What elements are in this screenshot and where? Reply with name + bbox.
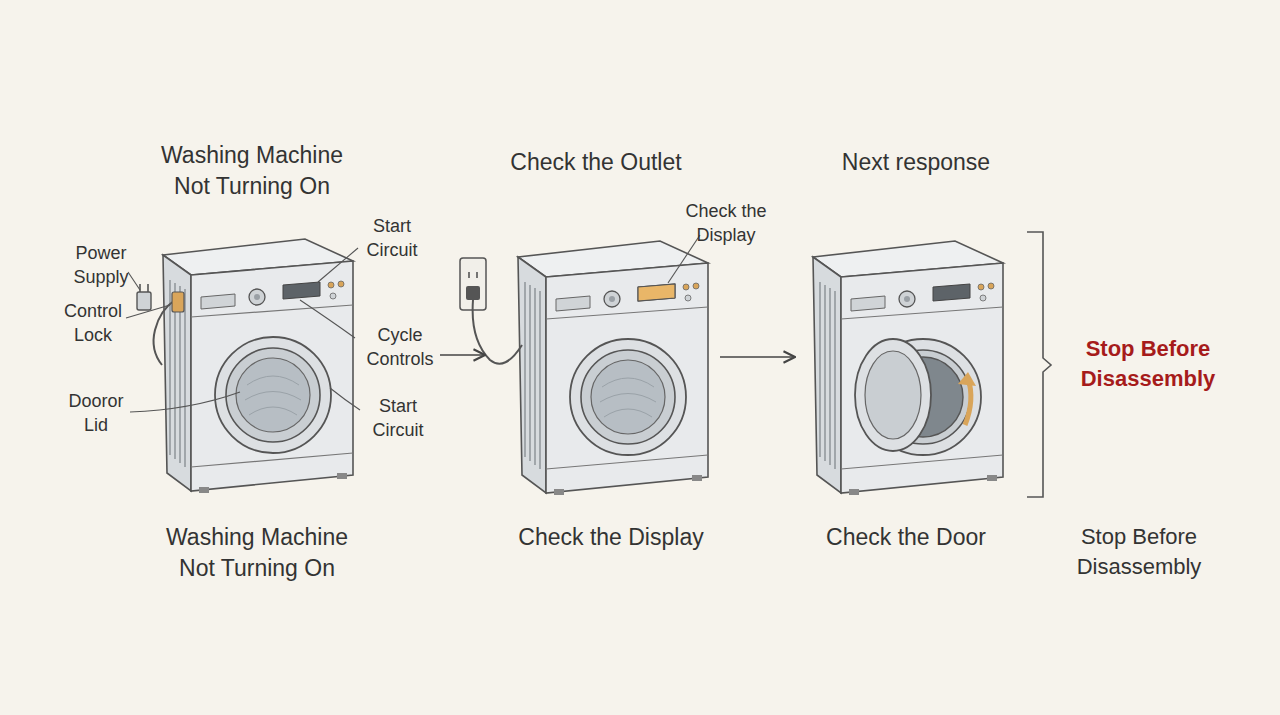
open-door-glass (865, 351, 921, 439)
step-caption: Next response (809, 147, 1024, 178)
washing-machine (813, 241, 1003, 495)
leader-line (126, 305, 170, 318)
step-panel: Check the OutletCheck the Display (485, 135, 720, 585)
stop-note: Stop Before Disassembly (1061, 334, 1236, 394)
leader-line (318, 248, 358, 282)
leader-line (330, 388, 360, 410)
step-caption: Washing Machine Not Turning On (147, 522, 367, 585)
callout-label: Dooror Lid (56, 389, 136, 438)
plug-symbol (137, 292, 151, 310)
callout-label: Cycle Controls (355, 323, 445, 372)
plug-pins (140, 284, 148, 292)
callout-label: Start Circuit (347, 214, 437, 263)
callout-label: Control Lock (53, 299, 133, 348)
open-door (855, 339, 931, 451)
leader-line (128, 272, 140, 290)
leader-line (668, 235, 700, 283)
bracket (1027, 232, 1051, 497)
step-caption: Check the Door (799, 522, 1014, 553)
flow-arrow (440, 354, 485, 356)
stop-note: Stop Before Disassembly (1052, 522, 1227, 582)
step-caption: Check the Outlet (481, 147, 711, 178)
leader-line (300, 300, 355, 338)
callout-label: Power Supply (61, 241, 141, 290)
door-arrow-head (958, 372, 976, 386)
callout-label: Check the Display (676, 199, 776, 248)
control-lock-symbol (172, 292, 184, 312)
step-panel: Next responseCheck the Door (795, 135, 1015, 585)
display-highlight (638, 284, 675, 301)
callout-label: Start Circuit (353, 394, 443, 443)
leader-line (130, 392, 240, 412)
washing-machine (518, 241, 708, 495)
outlet-slots (469, 272, 477, 278)
step-caption: Washing Machine Not Turning On (142, 140, 362, 203)
plug-symbol (466, 286, 480, 300)
flow-arrow (720, 356, 795, 358)
power-cord (473, 300, 522, 364)
step-caption: Check the Display (496, 522, 726, 553)
